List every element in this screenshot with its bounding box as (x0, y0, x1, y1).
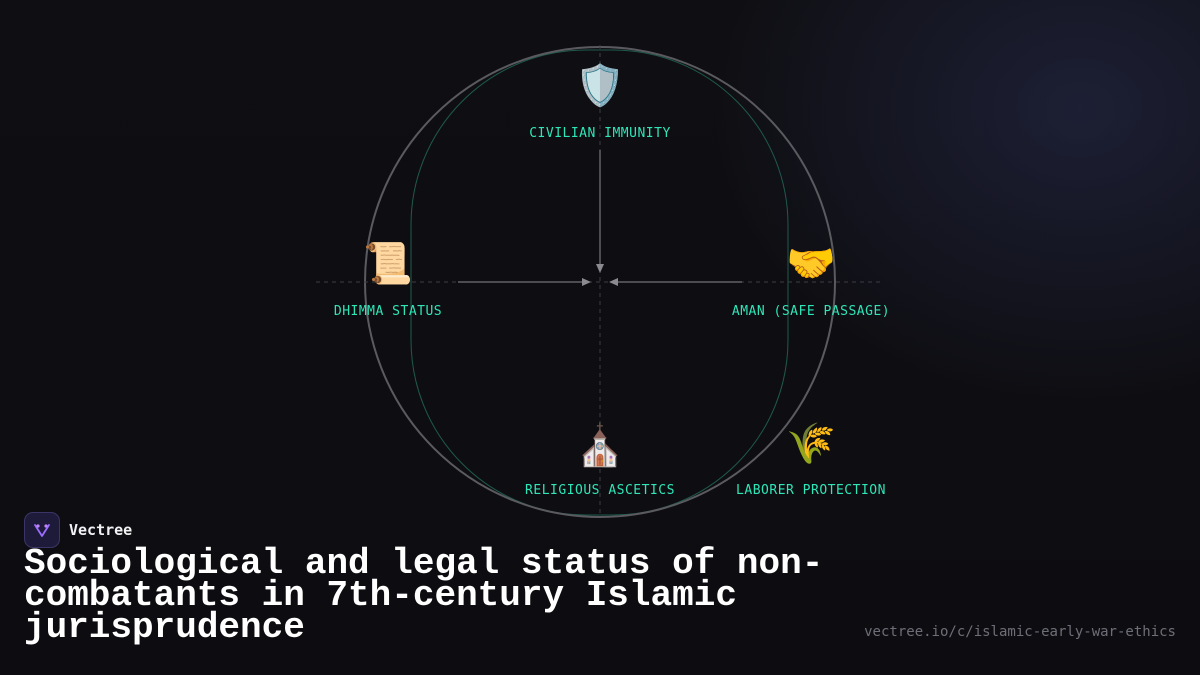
node-label-aman: AMAN (SAFE PASSAGE) (731, 304, 891, 319)
source-url[interactable]: vectree.io/c/islamic-early-war-ethics (864, 624, 1176, 640)
page-title: Sociological and legal status of non-com… (24, 543, 824, 648)
node-label-laborer-protection: LABORER PROTECTION (736, 483, 886, 498)
brand[interactable]: Vectree (24, 512, 132, 548)
scroll-icon: 📜 (363, 241, 413, 287)
node-label-civilian-immunity: CIVILIAN IMMUNITY (529, 126, 671, 141)
brand-name: Vectree (69, 521, 133, 539)
shield-icon: 🛡️ (575, 63, 625, 109)
vectree-logo-icon (24, 512, 60, 548)
handshake-icon: 🤝 (786, 241, 836, 287)
node-label-religious-ascetics: RELIGIOUS ASCETICS (525, 483, 675, 498)
church-icon: ⛪ (575, 423, 625, 469)
wheat-icon: 🌾 (786, 421, 836, 467)
node-label-dhimma-status: DHIMMA STATUS (333, 304, 443, 319)
